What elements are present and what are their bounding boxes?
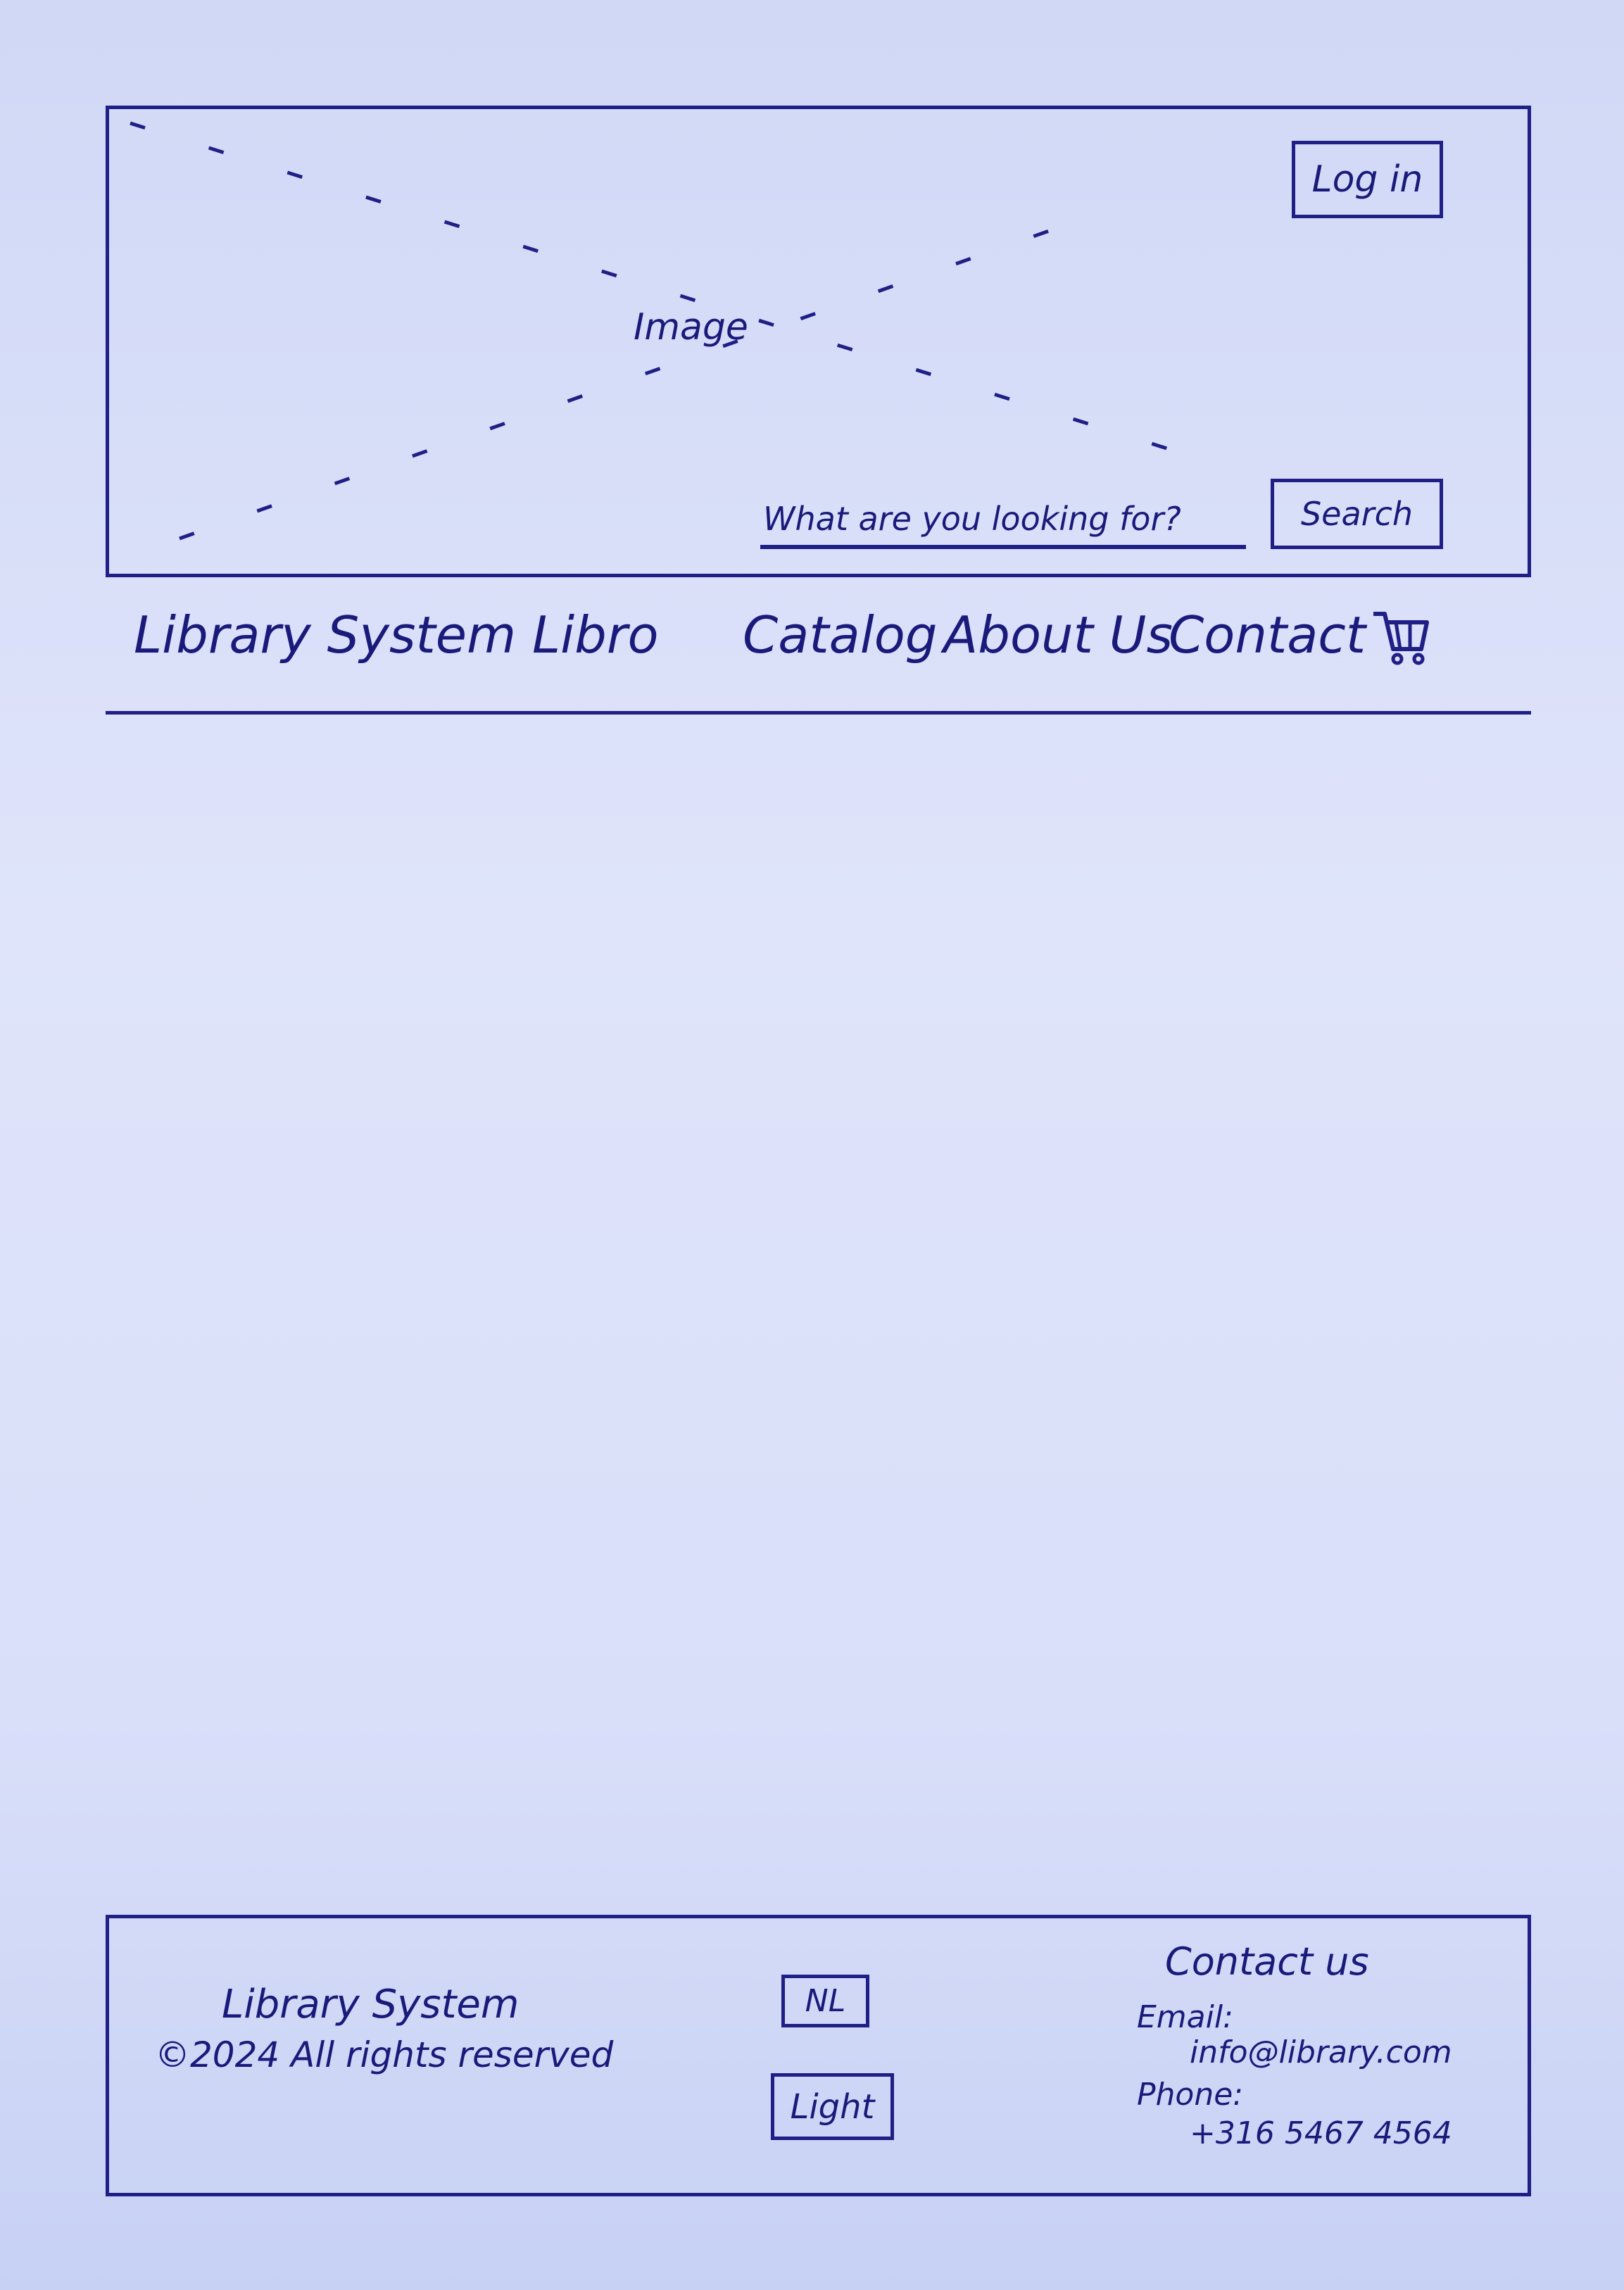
login-button[interactable]: Log in <box>1292 141 1443 218</box>
footer-brand: Library System <box>222 1982 520 2027</box>
phone-number: +316 5467 4564 <box>1190 2115 1452 2151</box>
search-input[interactable] <box>760 493 1246 549</box>
hero-image-placeholder: Image Log in Search <box>106 106 1531 577</box>
footer: Library System ©2024 All rights reserved… <box>106 1915 1531 2196</box>
nav-link-catalog[interactable]: Catalog <box>743 605 938 665</box>
nav-link-contact[interactable]: Contact <box>1169 605 1366 665</box>
footer-copyright: ©2024 All rights reserved <box>155 2034 614 2075</box>
phone-label: Phone: <box>1137 2077 1244 2113</box>
site-brand[interactable]: Library System Libro <box>134 605 659 665</box>
theme-toggle-button[interactable]: Light <box>771 2073 894 2140</box>
search-button[interactable]: Search <box>1271 479 1443 549</box>
image-label: Image <box>634 306 748 348</box>
footer-contact-title: Contact us <box>1165 1939 1369 1984</box>
email-label: Email: <box>1137 1999 1233 2035</box>
language-toggle-button[interactable]: NL <box>781 1975 869 2027</box>
nav-bar: Library System Libro Catalog About Us Co… <box>106 591 1531 715</box>
cart-icon[interactable] <box>1369 605 1433 669</box>
email-link[interactable]: info@library.com <box>1190 2034 1452 2070</box>
nav-link-about-us[interactable]: About Us <box>943 605 1173 665</box>
